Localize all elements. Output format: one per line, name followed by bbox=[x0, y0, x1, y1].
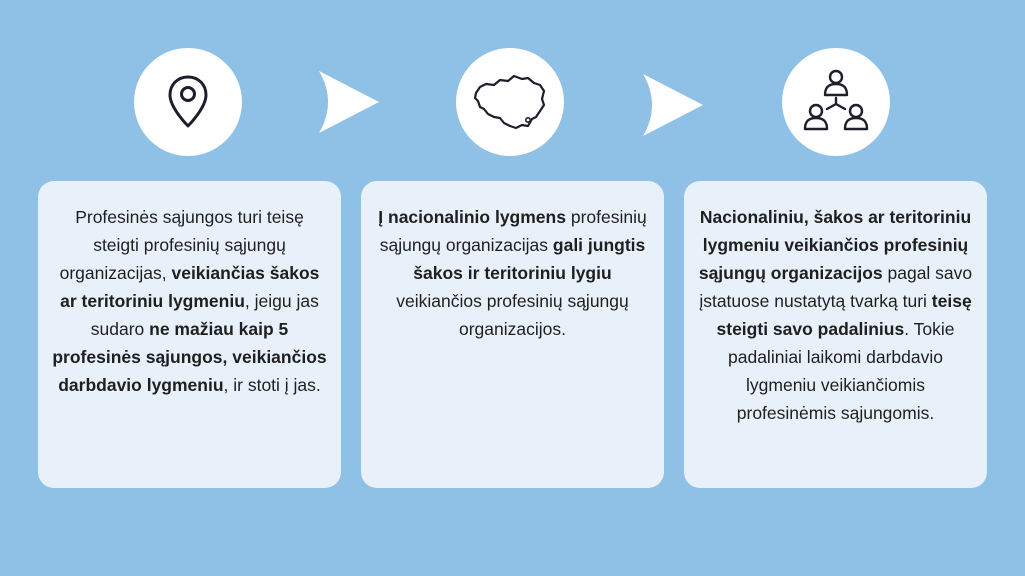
chevron-arrow-icon bbox=[643, 74, 703, 136]
chevron-arrow-icon bbox=[319, 71, 379, 133]
location-pin-icon bbox=[168, 75, 208, 128]
card-3-text: Nacionaliniu, šakos ar teritoriniu lygme… bbox=[698, 207, 973, 423]
lithuania-map-icon bbox=[473, 74, 546, 130]
step3-circle bbox=[782, 48, 890, 156]
card-1-text: Profesinės sąjungos turi teisę steigti p… bbox=[52, 207, 327, 395]
card-2-text: Į nacionalinio lygmens profesinių sąjung… bbox=[378, 207, 647, 339]
card-3: Nacionaliniu, šakos ar teritoriniu lygme… bbox=[684, 181, 987, 488]
step1-circle bbox=[134, 48, 242, 156]
step2-circle bbox=[456, 48, 564, 156]
people-network-icon bbox=[803, 69, 869, 131]
card-1: Profesinės sąjungos turi teisę steigti p… bbox=[38, 181, 341, 488]
card-2: Į nacionalinio lygmens profesinių sąjung… bbox=[361, 181, 664, 488]
